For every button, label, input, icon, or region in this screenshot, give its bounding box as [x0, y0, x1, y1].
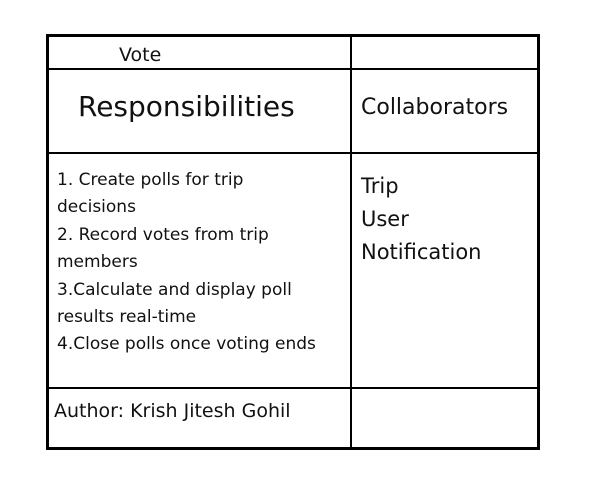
responsibility-line: 3.Calculate and display poll: [57, 279, 292, 300]
class-name: Vote: [119, 44, 162, 66]
collaborator-item: Trip: [361, 174, 399, 198]
author-label: Author: Krish Jitesh Gohil: [54, 400, 291, 422]
responsibility-line: 1. Create polls for trip: [57, 170, 244, 190]
responsibility-line: decisions: [57, 197, 136, 218]
footer-row-divider: [49, 387, 537, 389]
collaborators-header: Collaborators: [361, 95, 509, 120]
title-row-divider: [49, 68, 537, 70]
crc-card: Vote Responsibilities Collaborators 1. C…: [46, 34, 540, 450]
responsibility-line: members: [57, 252, 138, 273]
collaborators-list: Trip User Notification: [361, 170, 482, 269]
responsibility-line: 4.Close polls once voting ends: [57, 334, 316, 355]
column-divider: [350, 37, 352, 447]
responsibility-line: results real-time: [57, 307, 197, 328]
collaborator-item: Notification: [361, 240, 482, 264]
collaborator-item: User: [361, 207, 409, 231]
responsibilities-header: Responsibilities: [78, 90, 295, 123]
responsibilities-list: 1. Create polls for trip decisions 2. Re…: [57, 167, 345, 359]
responsibility-line: 2. Record votes from trip: [57, 224, 269, 245]
header-row-divider: [49, 152, 537, 154]
